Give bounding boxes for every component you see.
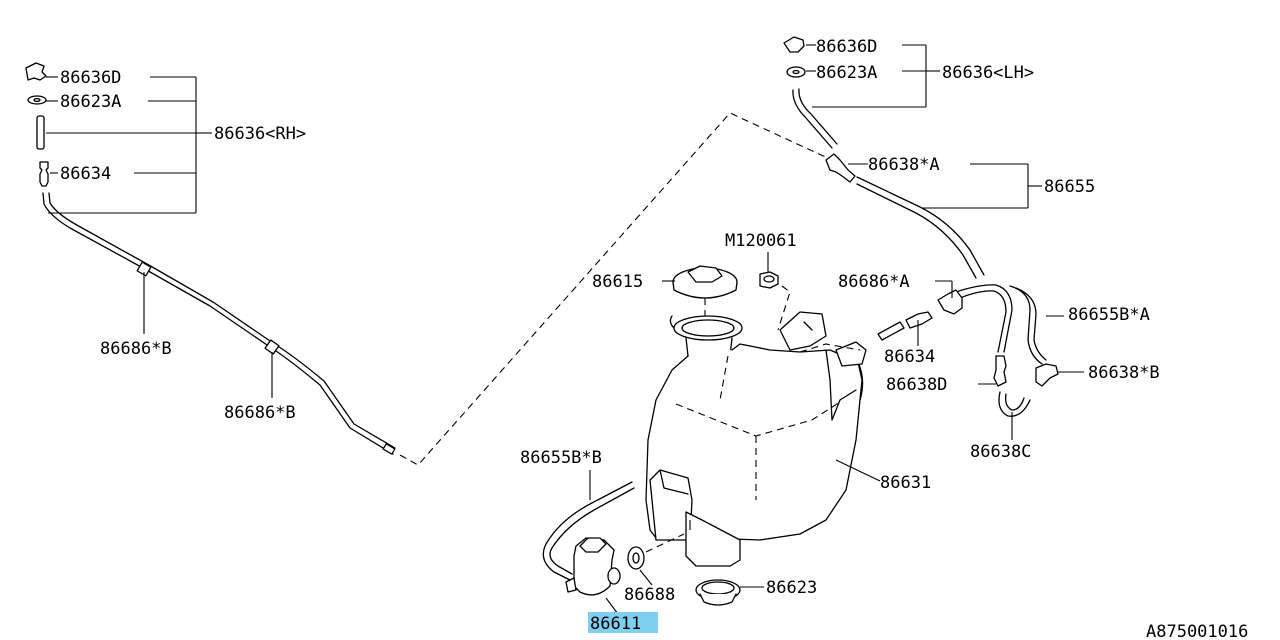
label-grommet[interactable]: 86623 — [766, 578, 817, 598]
label-main-hose[interactable]: 86655 — [1044, 177, 1095, 197]
label-rh-assy[interactable]: 86636<RH> — [214, 124, 306, 144]
pump-group — [542, 470, 764, 615]
mid-joint-icon — [905, 311, 933, 329]
label-lh-assy[interactable]: 86636<LH> — [942, 63, 1034, 83]
dashed-connection-line — [399, 112, 846, 466]
label-joint-c[interactable]: 86638C — [970, 442, 1031, 462]
label-joint-d[interactable]: 86638D — [886, 375, 947, 395]
label-lh-nozzle[interactable]: 86636D — [816, 37, 877, 57]
joint-b-icon — [1035, 363, 1059, 387]
label-tank[interactable]: 86631 — [880, 473, 931, 493]
tank-body-icon — [645, 343, 863, 541]
label-hose-b-a[interactable]: 86655B*A — [1068, 305, 1150, 325]
rh-hose-icon — [42, 192, 394, 455]
label-rh-nozzle[interactable]: 86636D — [60, 68, 121, 88]
hose-b-b-icon — [542, 481, 633, 581]
rh-leaders — [46, 76, 273, 398]
label-rh-clip-1[interactable]: 86686*B — [100, 339, 172, 359]
label-mid-joint[interactable]: 86634 — [884, 347, 935, 367]
label-pump[interactable]: 86611 — [590, 614, 641, 634]
washer-tank — [645, 311, 881, 567]
label-joint-b[interactable]: 86638*B — [1088, 363, 1160, 383]
right-leaders — [917, 280, 1084, 440]
joint-d-icon — [993, 355, 1007, 387]
joint-c-icon — [998, 391, 1031, 417]
right-hoses — [877, 284, 1059, 417]
rh-clip-1-icon — [136, 261, 152, 277]
pump-icon — [573, 537, 615, 596]
rh-clip-2-icon — [264, 339, 280, 355]
highlight-box — [588, 612, 658, 633]
label-lh-gasket[interactable]: 86623A — [816, 63, 877, 83]
bolt-cap-group — [662, 252, 791, 331]
lh-joint-icon — [825, 153, 856, 183]
lh-leaders — [806, 44, 1042, 209]
hose-b-a-icon — [1009, 285, 1043, 365]
label-bolt[interactable]: M120061 — [725, 231, 797, 251]
label-rh-gasket[interactable]: 86623A — [60, 92, 121, 112]
drawing-number: A875001016 — [1146, 622, 1248, 640]
label-cap[interactable]: 86615 — [592, 272, 643, 292]
main-hose-icon — [856, 176, 985, 276]
rh-nozzle-icon — [25, 62, 47, 81]
label-clip-a[interactable]: 86686*A — [838, 272, 910, 292]
rh-joint-icon — [39, 161, 49, 187]
label-rh-joint[interactable]: 86634 — [60, 164, 111, 184]
label-seal[interactable]: 86688 — [624, 585, 675, 605]
tank-bracket-icon — [779, 311, 827, 351]
label-lh-joint[interactable]: 86638*A — [868, 155, 940, 175]
lh-nozzle-group — [783, 36, 985, 279]
rh-nozzle-group — [25, 62, 396, 455]
rh-tube-icon — [36, 115, 45, 150]
clip-a-icon — [937, 289, 963, 315]
lh-nozzle-icon — [783, 36, 805, 53]
label-rh-clip-2[interactable]: 86686*B — [224, 403, 296, 423]
labels: 86636D 86623A 86636<RH> 86634 86686*B 86… — [60, 37, 1248, 640]
label-hose-b-b[interactable]: 86655B*B — [520, 448, 602, 468]
